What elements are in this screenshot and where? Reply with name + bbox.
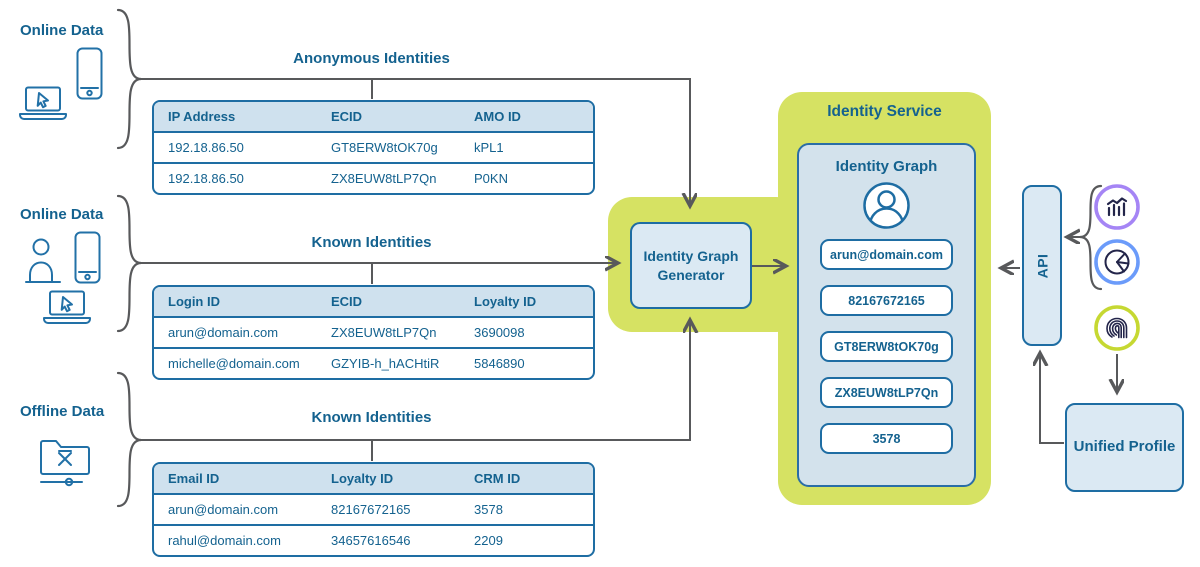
table-cell: arun@domain.com bbox=[168, 502, 279, 517]
table-header-cell: Email ID bbox=[168, 471, 220, 486]
user-avatar-icon bbox=[862, 181, 911, 235]
table-cell: rahul@domain.com bbox=[168, 533, 281, 548]
table-cell: 192.18.86.50 bbox=[168, 171, 244, 186]
table-known-identities-online: Login ID ECID Loyalty ID arun@domain.com ZX8… bbox=[152, 285, 595, 380]
table-header-cell: IP Address bbox=[168, 109, 236, 124]
identity-pill: GT8ERW8tOK70g bbox=[820, 331, 953, 362]
table-header-row: Login ID ECID Loyalty ID bbox=[154, 287, 593, 316]
source-label-offline-data: Offline Data bbox=[20, 403, 105, 420]
table-cell: P0KN bbox=[474, 171, 508, 186]
api-bar: API bbox=[1022, 185, 1062, 346]
table-anonymous-identities: IP Address ECID AMO ID 192.18.86.50 GT8ERW8t… bbox=[152, 100, 595, 195]
table-cell: ZX8EUW8tLP7Qn bbox=[331, 325, 437, 340]
table-cell: 3690098 bbox=[474, 325, 525, 340]
pie-chart-icon bbox=[1094, 239, 1140, 285]
identity-graph-box: Identity Graph arun@domain.com 8216767216… bbox=[797, 143, 976, 487]
identity-pill: 3578 bbox=[820, 423, 953, 454]
person-icon bbox=[24, 238, 64, 288]
identity-pill: 82167672165 bbox=[820, 285, 953, 316]
mobile-icon bbox=[74, 231, 101, 285]
table-header-cell: Login ID bbox=[168, 294, 220, 309]
table-cell: GZYIB-h_hACHtiR bbox=[331, 356, 440, 371]
table-cell: 82167672165 bbox=[331, 502, 411, 517]
identity-graph-title: Identity Graph bbox=[835, 158, 938, 175]
table-title-known-1: Known Identities bbox=[311, 234, 432, 251]
table-header-row: Email ID Loyalty ID CRM ID bbox=[154, 464, 593, 493]
api-label: API bbox=[1034, 253, 1050, 278]
table-cell: michelle@domain.com bbox=[168, 356, 300, 371]
table-cell: 3578 bbox=[474, 502, 503, 517]
curly-brace bbox=[116, 194, 142, 333]
table-cell: 192.18.86.50 bbox=[168, 140, 244, 155]
table-title-anonymous: Anonymous Identities bbox=[293, 50, 450, 67]
mobile-icon bbox=[76, 47, 103, 101]
flow-anonymous-to-generator bbox=[141, 78, 690, 206]
table-row: 192.18.86.50 GT8ERW8tOK70g kPL1 bbox=[154, 131, 593, 162]
table-header-cell: CRM ID bbox=[474, 471, 521, 486]
table-header-cell: AMO ID bbox=[474, 109, 521, 124]
source-label-online-data-2: Online Data bbox=[20, 206, 104, 223]
identity-pill: ZX8EUW8tLP7Qn bbox=[820, 377, 953, 408]
table-known-identities-offline: Email ID Loyalty ID CRM ID arun@domain.com 8… bbox=[152, 462, 595, 557]
identity-graph-generator-box: Identity Graph Generator bbox=[630, 222, 752, 309]
source-label-online-data-1: Online Data bbox=[20, 22, 104, 39]
table-title-known-2: Known Identities bbox=[311, 409, 432, 426]
identity-pill: arun@domain.com bbox=[820, 239, 953, 270]
table-row: 192.18.86.50 ZX8EUW8tLP7Qn P0KN bbox=[154, 162, 593, 193]
bar-chart-icon bbox=[1094, 184, 1140, 230]
table-row: rahul@domain.com 34657616546 2209 bbox=[154, 524, 593, 555]
table-cell: arun@domain.com bbox=[168, 325, 279, 340]
brand-swirl-icon bbox=[1094, 305, 1140, 351]
table-cell: kPL1 bbox=[474, 140, 504, 155]
table-cell: 34657616546 bbox=[331, 533, 411, 548]
unified-profile-box: Unified Profile bbox=[1065, 403, 1184, 492]
table-header-cell: Loyalty ID bbox=[331, 471, 394, 486]
table-row: michelle@domain.com GZYIB-h_hACHtiR 584689… bbox=[154, 347, 593, 378]
table-header-cell: ECID bbox=[331, 294, 363, 309]
unified-profile-label: Unified Profile bbox=[1073, 438, 1176, 456]
table-cell: GT8ERW8tOK70g bbox=[331, 140, 438, 155]
table-row: arun@domain.com ZX8EUW8tLP7Qn 3690098 bbox=[154, 316, 593, 347]
identity-graph-generator-label: Identity Graph Generator bbox=[643, 247, 739, 283]
table-header-cell: ECID bbox=[331, 109, 363, 124]
table-row: arun@domain.com 82167672165 3578 bbox=[154, 493, 593, 524]
identity-service-title: Identity Service bbox=[827, 103, 942, 120]
curly-brace bbox=[116, 8, 142, 150]
curly-brace bbox=[116, 371, 142, 508]
table-header-row: IP Address ECID AMO ID bbox=[154, 102, 593, 131]
table-cell: ZX8EUW8tLP7Qn bbox=[331, 171, 437, 186]
offline-folder-icon bbox=[38, 430, 94, 490]
flow-profile-to-api bbox=[1040, 353, 1064, 444]
flow-offline-to-generator bbox=[141, 320, 690, 441]
laptop-cursor-icon bbox=[18, 86, 68, 121]
table-cell: 2209 bbox=[474, 533, 503, 548]
laptop-cursor-icon bbox=[42, 290, 92, 325]
table-header-cell: Loyalty ID bbox=[474, 294, 537, 309]
table-cell: 5846890 bbox=[474, 356, 525, 371]
